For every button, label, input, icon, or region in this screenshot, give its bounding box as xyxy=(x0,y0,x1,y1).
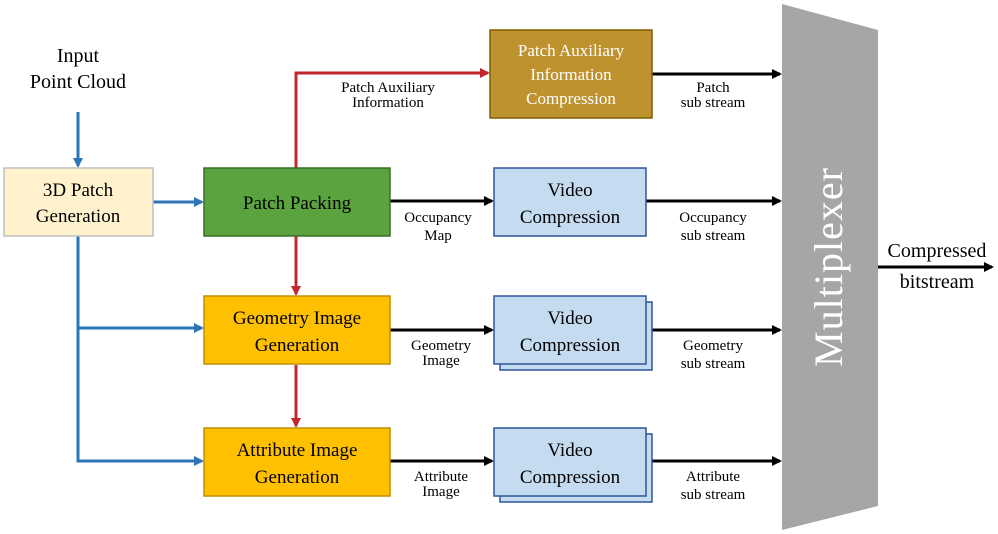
multiplexer-label: Multiplexer xyxy=(806,167,851,367)
patch-generation-line1: 3D Patch xyxy=(43,180,114,201)
label-attribute-sub-line2: sub stream xyxy=(681,487,746,503)
video-occ-line2: Compression xyxy=(520,207,621,228)
video-geo-line2: Compression xyxy=(520,335,621,356)
label-geometry-image-line2: Image xyxy=(422,353,460,369)
geometry-generation-line1: Geometry Image xyxy=(233,308,361,329)
video-compression-geometry-box: Video Compression xyxy=(493,295,653,371)
label-attribute-image-line2: Image xyxy=(422,484,460,500)
label-geometry-sub-line2: sub stream xyxy=(681,356,746,372)
aux-compression-box: Patch Auxiliary Information Compression xyxy=(489,29,653,119)
label-patch-sub-line1: Patch xyxy=(696,80,730,96)
label-geometry-sub-line1: Geometry xyxy=(683,338,743,354)
label-geometry-image-line1: Geometry xyxy=(411,338,471,354)
attribute-generation-line1: Attribute Image xyxy=(237,440,358,461)
arrow-packing-to-aux xyxy=(294,68,490,168)
output-label-line1: Compressed xyxy=(888,240,987,262)
attribute-generation-line2: Generation xyxy=(255,467,340,488)
geometry-generation-box: Geometry Image Generation xyxy=(203,295,391,365)
output-label-line2: bitstream xyxy=(900,271,975,293)
label-occupancy-map-line1: Occupancy xyxy=(404,210,472,226)
aux-compression-line1: Patch Auxiliary xyxy=(518,41,625,60)
patch-generation-box: 3D Patch Generation xyxy=(3,167,154,237)
label-patch-sub-line2: sub stream xyxy=(681,95,746,111)
aux-compression-line2: Information xyxy=(530,65,612,84)
label-attribute-sub-line1: Attribute xyxy=(686,469,740,485)
label-occupancy-sub-line2: sub stream xyxy=(681,228,746,244)
video-geo-line1: Video xyxy=(547,308,592,329)
aux-compression-line3: Compression xyxy=(526,89,616,108)
arrow-patchgen-to-attribute xyxy=(76,328,204,466)
patch-packing-label: Patch Packing xyxy=(243,193,352,214)
video-attr-line1: Video xyxy=(547,440,592,461)
label-aux-info-line2: Information xyxy=(352,95,424,111)
video-compression-occupancy-box: Video Compression xyxy=(493,167,647,237)
video-attr-line2: Compression xyxy=(520,467,621,488)
arrow-patchgen-to-geometry xyxy=(76,236,204,333)
attribute-generation-box: Attribute Image Generation xyxy=(203,427,391,497)
multiplexer-shape xyxy=(782,4,878,530)
video-compression-attribute-box: Video Compression xyxy=(493,427,653,503)
geometry-generation-line2: Generation xyxy=(255,335,340,356)
label-aux-info-line1: Patch Auxiliary xyxy=(341,80,435,96)
input-label-line1: Input xyxy=(57,45,100,67)
patch-generation-line2: Generation xyxy=(36,206,121,227)
label-occupancy-map-line2: Map xyxy=(424,228,452,244)
label-occupancy-sub-line1: Occupancy xyxy=(679,210,747,226)
patch-packing-box: Patch Packing xyxy=(203,167,391,237)
label-attribute-image-line1: Attribute xyxy=(414,469,468,485)
video-occ-line1: Video xyxy=(547,180,592,201)
input-label-line2: Point Cloud xyxy=(30,71,126,93)
